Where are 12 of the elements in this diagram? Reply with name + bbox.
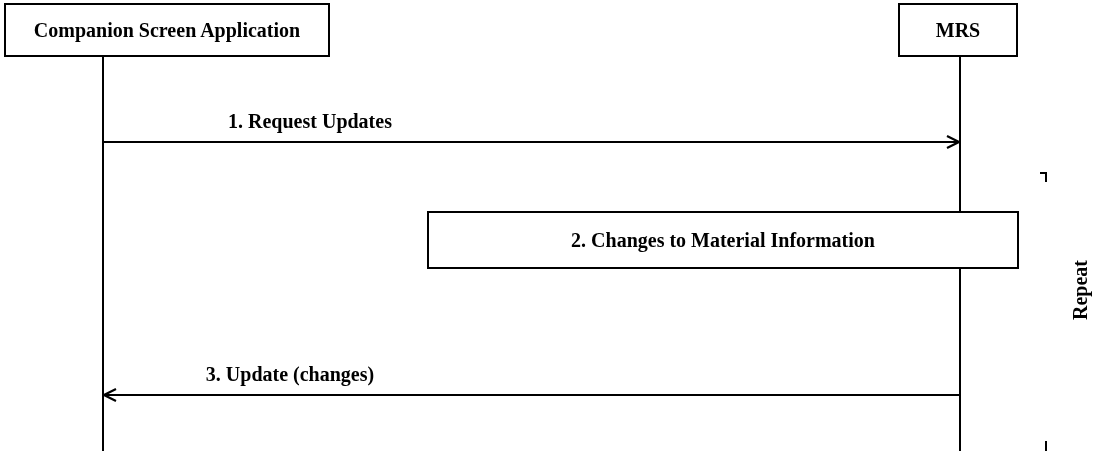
box-label: MRS xyxy=(935,18,981,42)
edge-label: 1. Request Updates xyxy=(226,110,394,133)
lifeline xyxy=(102,57,104,451)
repeat-label: Repeat xyxy=(1068,260,1092,320)
process-box xyxy=(427,211,1019,269)
message-arrow xyxy=(102,387,960,403)
box-label: Companion Screen Application xyxy=(33,18,301,42)
box-label: 2. Changes to Material Information xyxy=(571,228,875,252)
participant-box xyxy=(898,3,1018,57)
participant-box xyxy=(4,3,330,57)
message-arrow xyxy=(103,134,961,150)
edge-label: 3. Update (changes) xyxy=(203,363,377,386)
